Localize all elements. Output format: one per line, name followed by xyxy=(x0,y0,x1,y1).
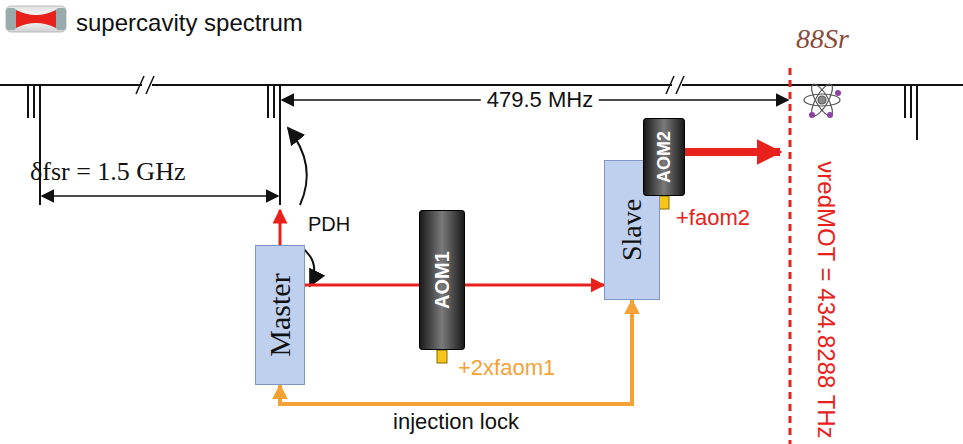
transition-line xyxy=(789,68,792,444)
cavity-icon xyxy=(6,6,66,32)
offset-label: 479.5 MHz xyxy=(481,88,599,111)
aom-box: AOM1 xyxy=(419,210,465,350)
cavity-modes xyxy=(28,85,917,205)
beam-line xyxy=(305,284,419,287)
edge-label: injection lock xyxy=(389,410,523,433)
aom-name: AOM2 xyxy=(655,131,673,183)
laser-name: Master xyxy=(265,273,295,356)
aom-box: AOM2 xyxy=(643,118,685,196)
fsr-label: δfsr = 1.5 GHz xyxy=(30,158,185,185)
beam-line xyxy=(465,284,604,287)
rf-connector xyxy=(437,350,447,363)
aom-name: AOM1 xyxy=(432,251,452,309)
frequency-shift: +faom2 xyxy=(676,206,750,229)
fsr-arrow xyxy=(42,195,278,197)
spectrum-title: supercavity spectrum xyxy=(76,10,303,35)
atom-icon xyxy=(804,81,841,118)
rf-connector xyxy=(659,196,669,209)
laser-box: Master xyxy=(255,245,305,385)
pdh-label: PDH xyxy=(308,214,350,235)
master-beam xyxy=(279,210,282,246)
laser-name: Slave xyxy=(618,199,646,261)
frequency-shift: +2xfaom1 xyxy=(458,356,555,379)
slave-beam xyxy=(684,148,780,156)
pdh-arrow xyxy=(288,128,307,205)
transition-frequency: νredMOT = 434.8288 THz xyxy=(813,161,838,438)
isotope-label: 88Sr xyxy=(796,24,849,53)
